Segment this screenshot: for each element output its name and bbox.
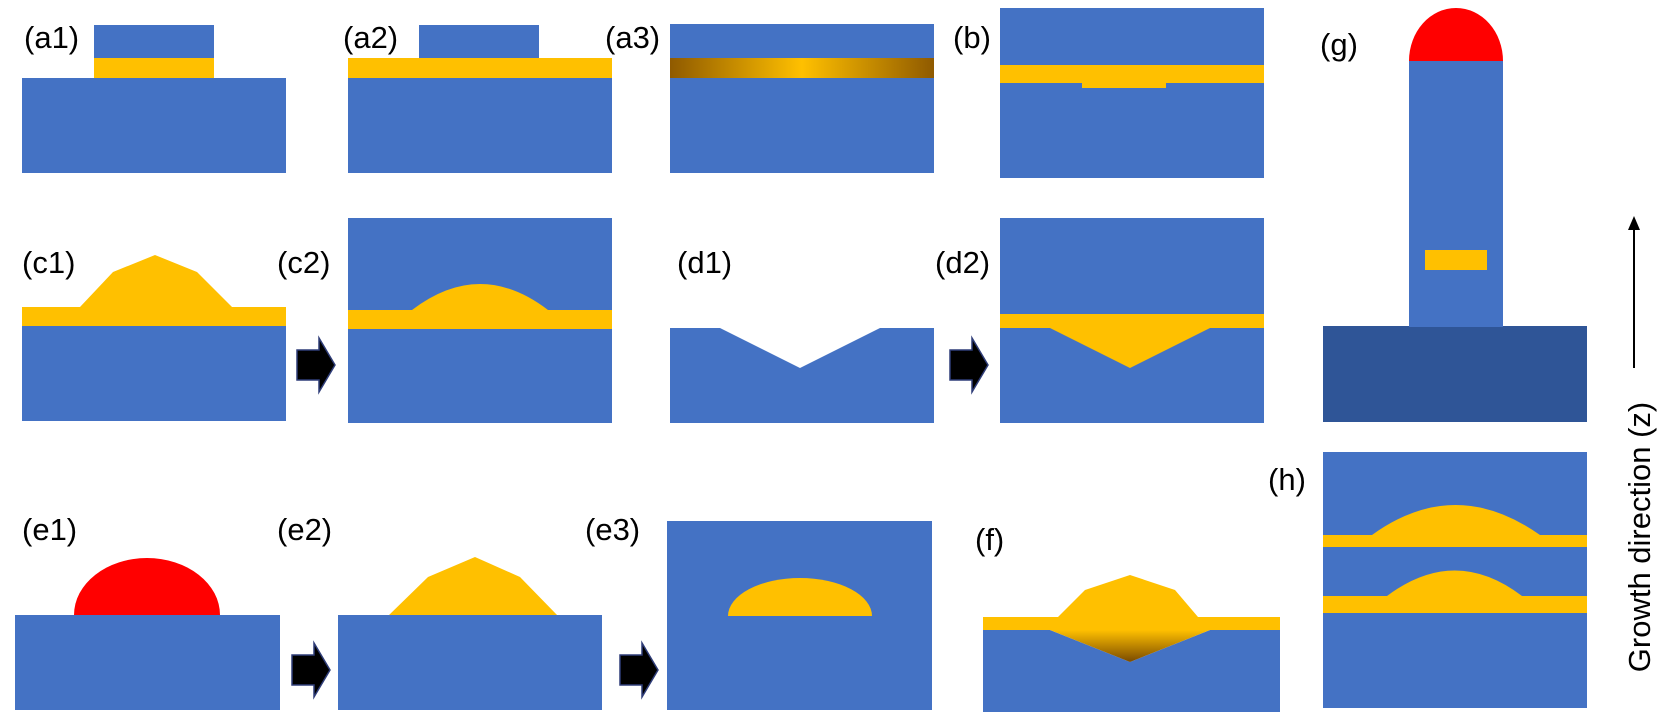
label-e3: (e3) xyxy=(585,512,640,547)
cap-mesa xyxy=(94,25,214,58)
quantum-well-layer xyxy=(94,58,214,78)
label-f: (f) xyxy=(975,522,1004,557)
axis-label: Growth direction (z) xyxy=(1622,402,1657,672)
substrate xyxy=(15,615,280,710)
growth-direction-axis: Growth direction (z) xyxy=(1622,216,1657,672)
substrate xyxy=(22,325,286,421)
quantum-dot-lens xyxy=(728,578,872,616)
panel-d1: (d1) xyxy=(670,245,934,423)
panel-h: (h) xyxy=(1268,452,1587,708)
panel-c2: (c2) xyxy=(277,218,612,423)
arrow-up-icon xyxy=(1628,216,1640,230)
substrate xyxy=(348,78,612,173)
quantum-dot-pyramid xyxy=(22,255,286,326)
quantum-well-layer xyxy=(1000,65,1264,88)
label-d2: (d2) xyxy=(935,245,990,280)
v-groove-fill-layer xyxy=(1000,314,1264,368)
label-a1: (a1) xyxy=(24,20,79,55)
v-groove-substrate xyxy=(670,328,934,423)
embedded-quantum-dot xyxy=(1425,250,1487,270)
label-g: (g) xyxy=(1320,27,1358,62)
panel-c1: (c1) xyxy=(22,245,286,421)
arrow-right-icon xyxy=(296,337,336,393)
label-c1: (c1) xyxy=(22,245,75,280)
droplet xyxy=(74,558,220,615)
label-h: (h) xyxy=(1268,462,1306,497)
label-b: (b) xyxy=(953,20,991,55)
quantum-dot-lens-layer-upper xyxy=(1323,505,1587,547)
panel-e3: (e3) xyxy=(585,512,932,710)
substrate xyxy=(22,78,286,173)
panel-g: (g) xyxy=(1320,8,1587,422)
substrate xyxy=(1323,326,1587,422)
cap-mesa xyxy=(419,25,539,58)
wetting-layer xyxy=(983,617,1280,630)
label-a3: (a3) xyxy=(605,20,660,55)
quantum-dot-pyramid xyxy=(388,557,558,616)
panel-d2: (d2) xyxy=(935,218,1264,423)
substrate xyxy=(338,615,602,710)
label-d1: (d1) xyxy=(677,245,732,280)
panel-a3: (a3) xyxy=(605,20,934,173)
graded-well-layer xyxy=(670,58,934,78)
panel-a1: (a1) xyxy=(22,20,286,173)
label-e1: (e1) xyxy=(22,512,77,547)
arrow-right-icon xyxy=(619,642,659,698)
panel-f: (f) xyxy=(975,522,1280,712)
quantum-well-layer xyxy=(348,58,612,78)
arrow-right-icon xyxy=(291,642,331,698)
quantum-dot-lens-layer xyxy=(348,284,612,329)
panel-e1: (e1) xyxy=(15,512,280,710)
arrow-right-icon xyxy=(949,337,989,393)
panel-e2: (e2) xyxy=(277,512,602,710)
nanowire xyxy=(1409,60,1503,327)
v-groove-substrate xyxy=(983,630,1280,712)
buried-dot-graded xyxy=(1050,630,1210,662)
catalyst-droplet xyxy=(1409,8,1503,61)
substrate xyxy=(1000,8,1264,178)
quantum-dot-lens-layer-lower xyxy=(1323,570,1587,613)
substrate xyxy=(670,24,934,173)
quantum-dot-pyramid xyxy=(1058,575,1198,617)
label-e2: (e2) xyxy=(277,512,332,547)
label-c2: (c2) xyxy=(277,245,330,280)
panel-a2: (a2) xyxy=(343,20,612,173)
panel-b: (b) xyxy=(953,8,1264,178)
label-a2: (a2) xyxy=(343,20,398,55)
